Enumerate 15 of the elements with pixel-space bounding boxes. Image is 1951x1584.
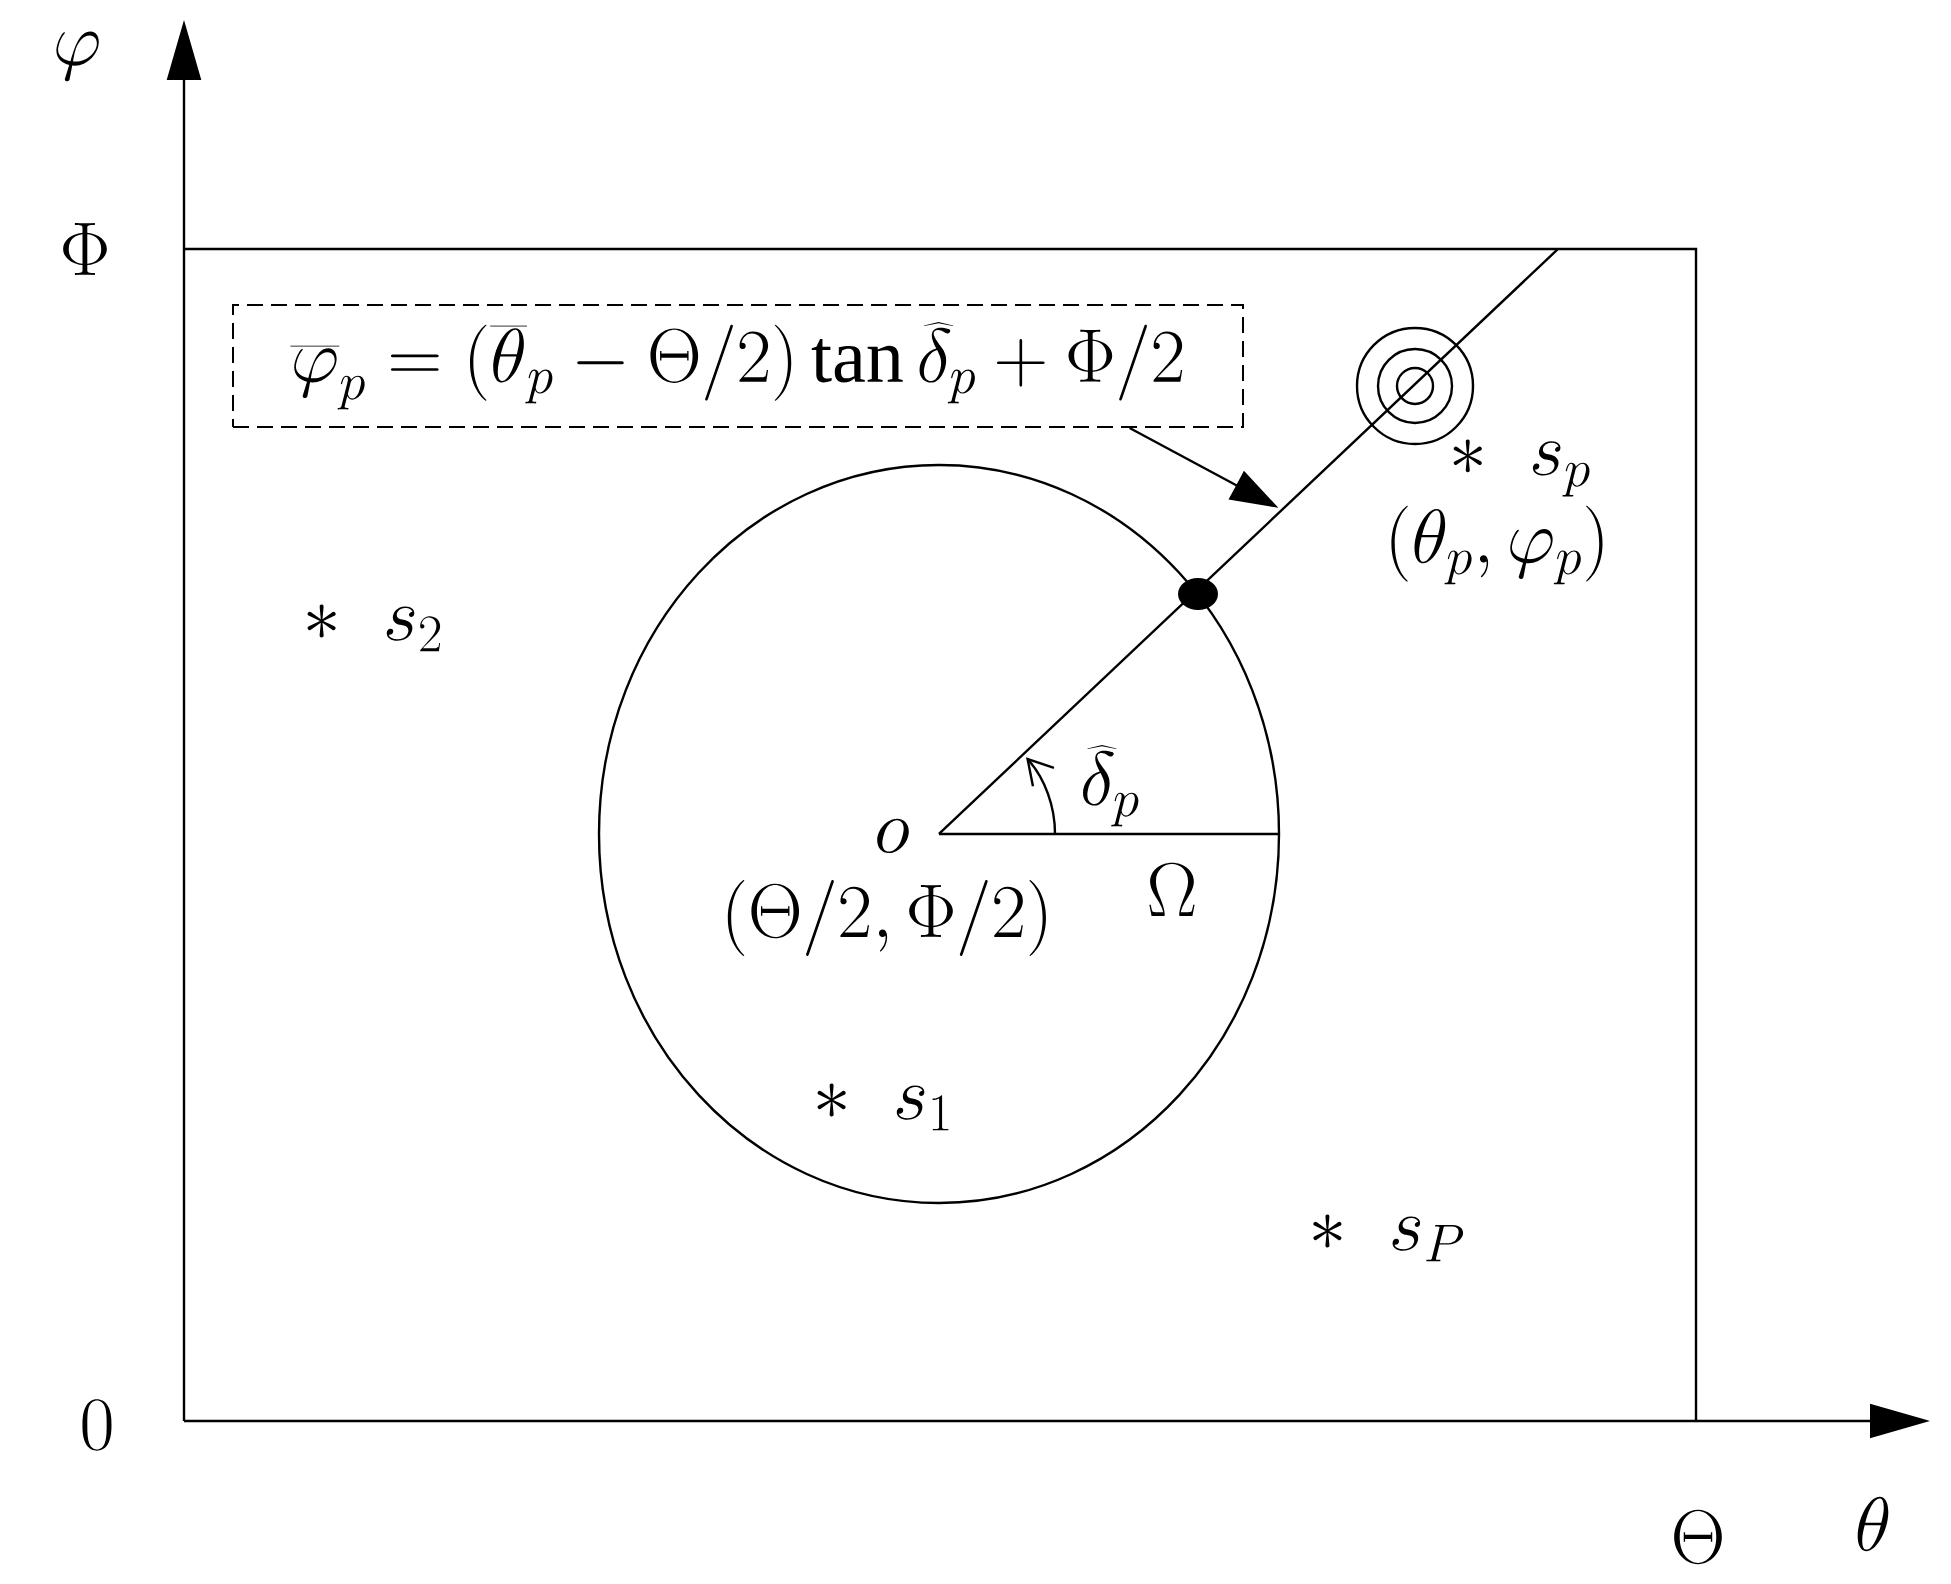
coordinate-label: $(\Theta/2,\Phi/2)$ [727, 880, 1046, 956]
point-label: $\ast\;\; s_{P}$ [1313, 1214, 1464, 1262]
point-label: $\ast\;\; s_{2}$ [307, 604, 441, 652]
axis-label: $\varphi$ [56, 31, 99, 82]
origin-label: $o$ [877, 818, 909, 854]
tick-label: $\Phi$ [63, 223, 107, 275]
tick-label: $\Theta$ [1674, 1509, 1722, 1565]
point-label: $\ast\;\; s_{1}$ [817, 1083, 949, 1131]
angle-label: $\widehat{\delta}_{p}$ [1083, 745, 1139, 827]
coordinate-label: $(\theta_{p},\varphi_{p})$ [1391, 505, 1603, 585]
tick-label: $0$ [82, 1399, 112, 1451]
axis-label: $\theta$ [1857, 1496, 1889, 1552]
point-label: $\ast\;\; s_{p}$ [1453, 439, 1590, 497]
formula-box: $\overline{\varphi}_{p}=(\overline{\theta}_{p}-\Theta/2)\tan\widehat{\delta}_{p}+\Phi/2$ [232, 304, 1244, 428]
region-label: $\Omega$ [1149, 862, 1195, 916]
